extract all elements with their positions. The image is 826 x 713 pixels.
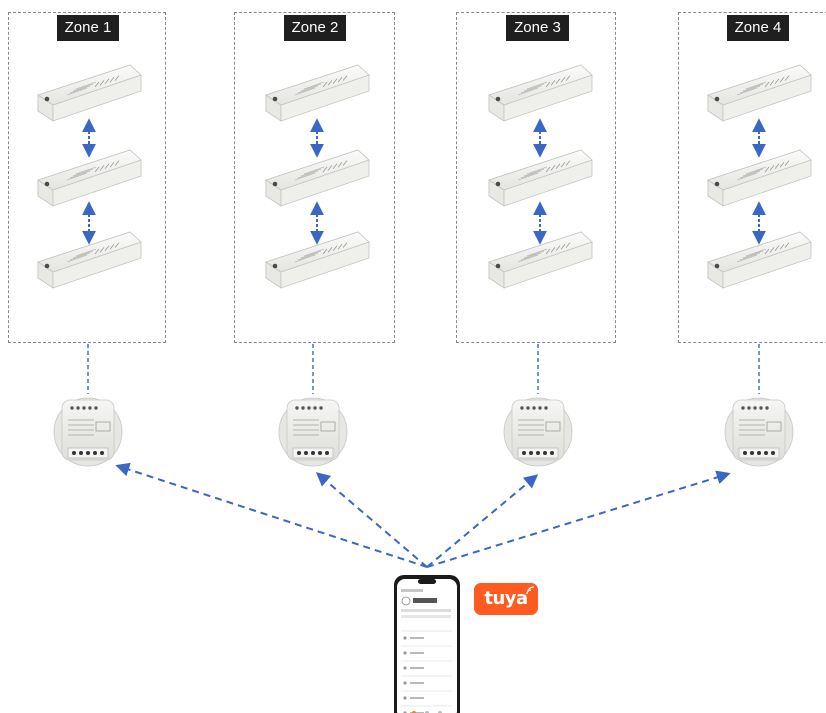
wireless-link-arrow [115, 462, 428, 568]
zone-label: Zone 2 [284, 15, 346, 41]
led-driver-icon [265, 231, 370, 289]
wifi-receiver-icon [503, 397, 573, 467]
led-driver-icon [488, 231, 593, 289]
wireless-link-arrow [426, 470, 731, 568]
wifi-receiver-icon [53, 397, 123, 467]
wifi-receiver-icon [724, 397, 794, 467]
led-driver-icon [37, 64, 142, 122]
zone-label: Zone 1 [57, 15, 119, 41]
led-driver-icon [707, 149, 812, 207]
zone-box [678, 12, 826, 343]
zone-label: Zone 4 [727, 15, 789, 41]
zone-box [456, 12, 616, 343]
zone-box [8, 12, 166, 343]
wireless-link-arrow [315, 472, 428, 568]
led-driver-icon [265, 149, 370, 207]
zone-box [234, 12, 395, 343]
led-driver-icon [707, 64, 812, 122]
led-driver-icon [37, 231, 142, 289]
led-driver-icon [265, 64, 370, 122]
wireless-link-arrow [426, 474, 539, 568]
smartphone-icon [394, 575, 460, 713]
tuya-logo: tuya [474, 583, 538, 615]
led-driver-icon [37, 149, 142, 207]
tuya-logo-text: tuya [484, 588, 528, 609]
led-driver-icon [707, 231, 812, 289]
led-driver-icon [488, 149, 593, 207]
led-driver-icon [488, 64, 593, 122]
zone-label: Zone 3 [506, 15, 569, 41]
wifi-receiver-icon [278, 397, 348, 467]
wifi-signal-icon [526, 586, 535, 595]
